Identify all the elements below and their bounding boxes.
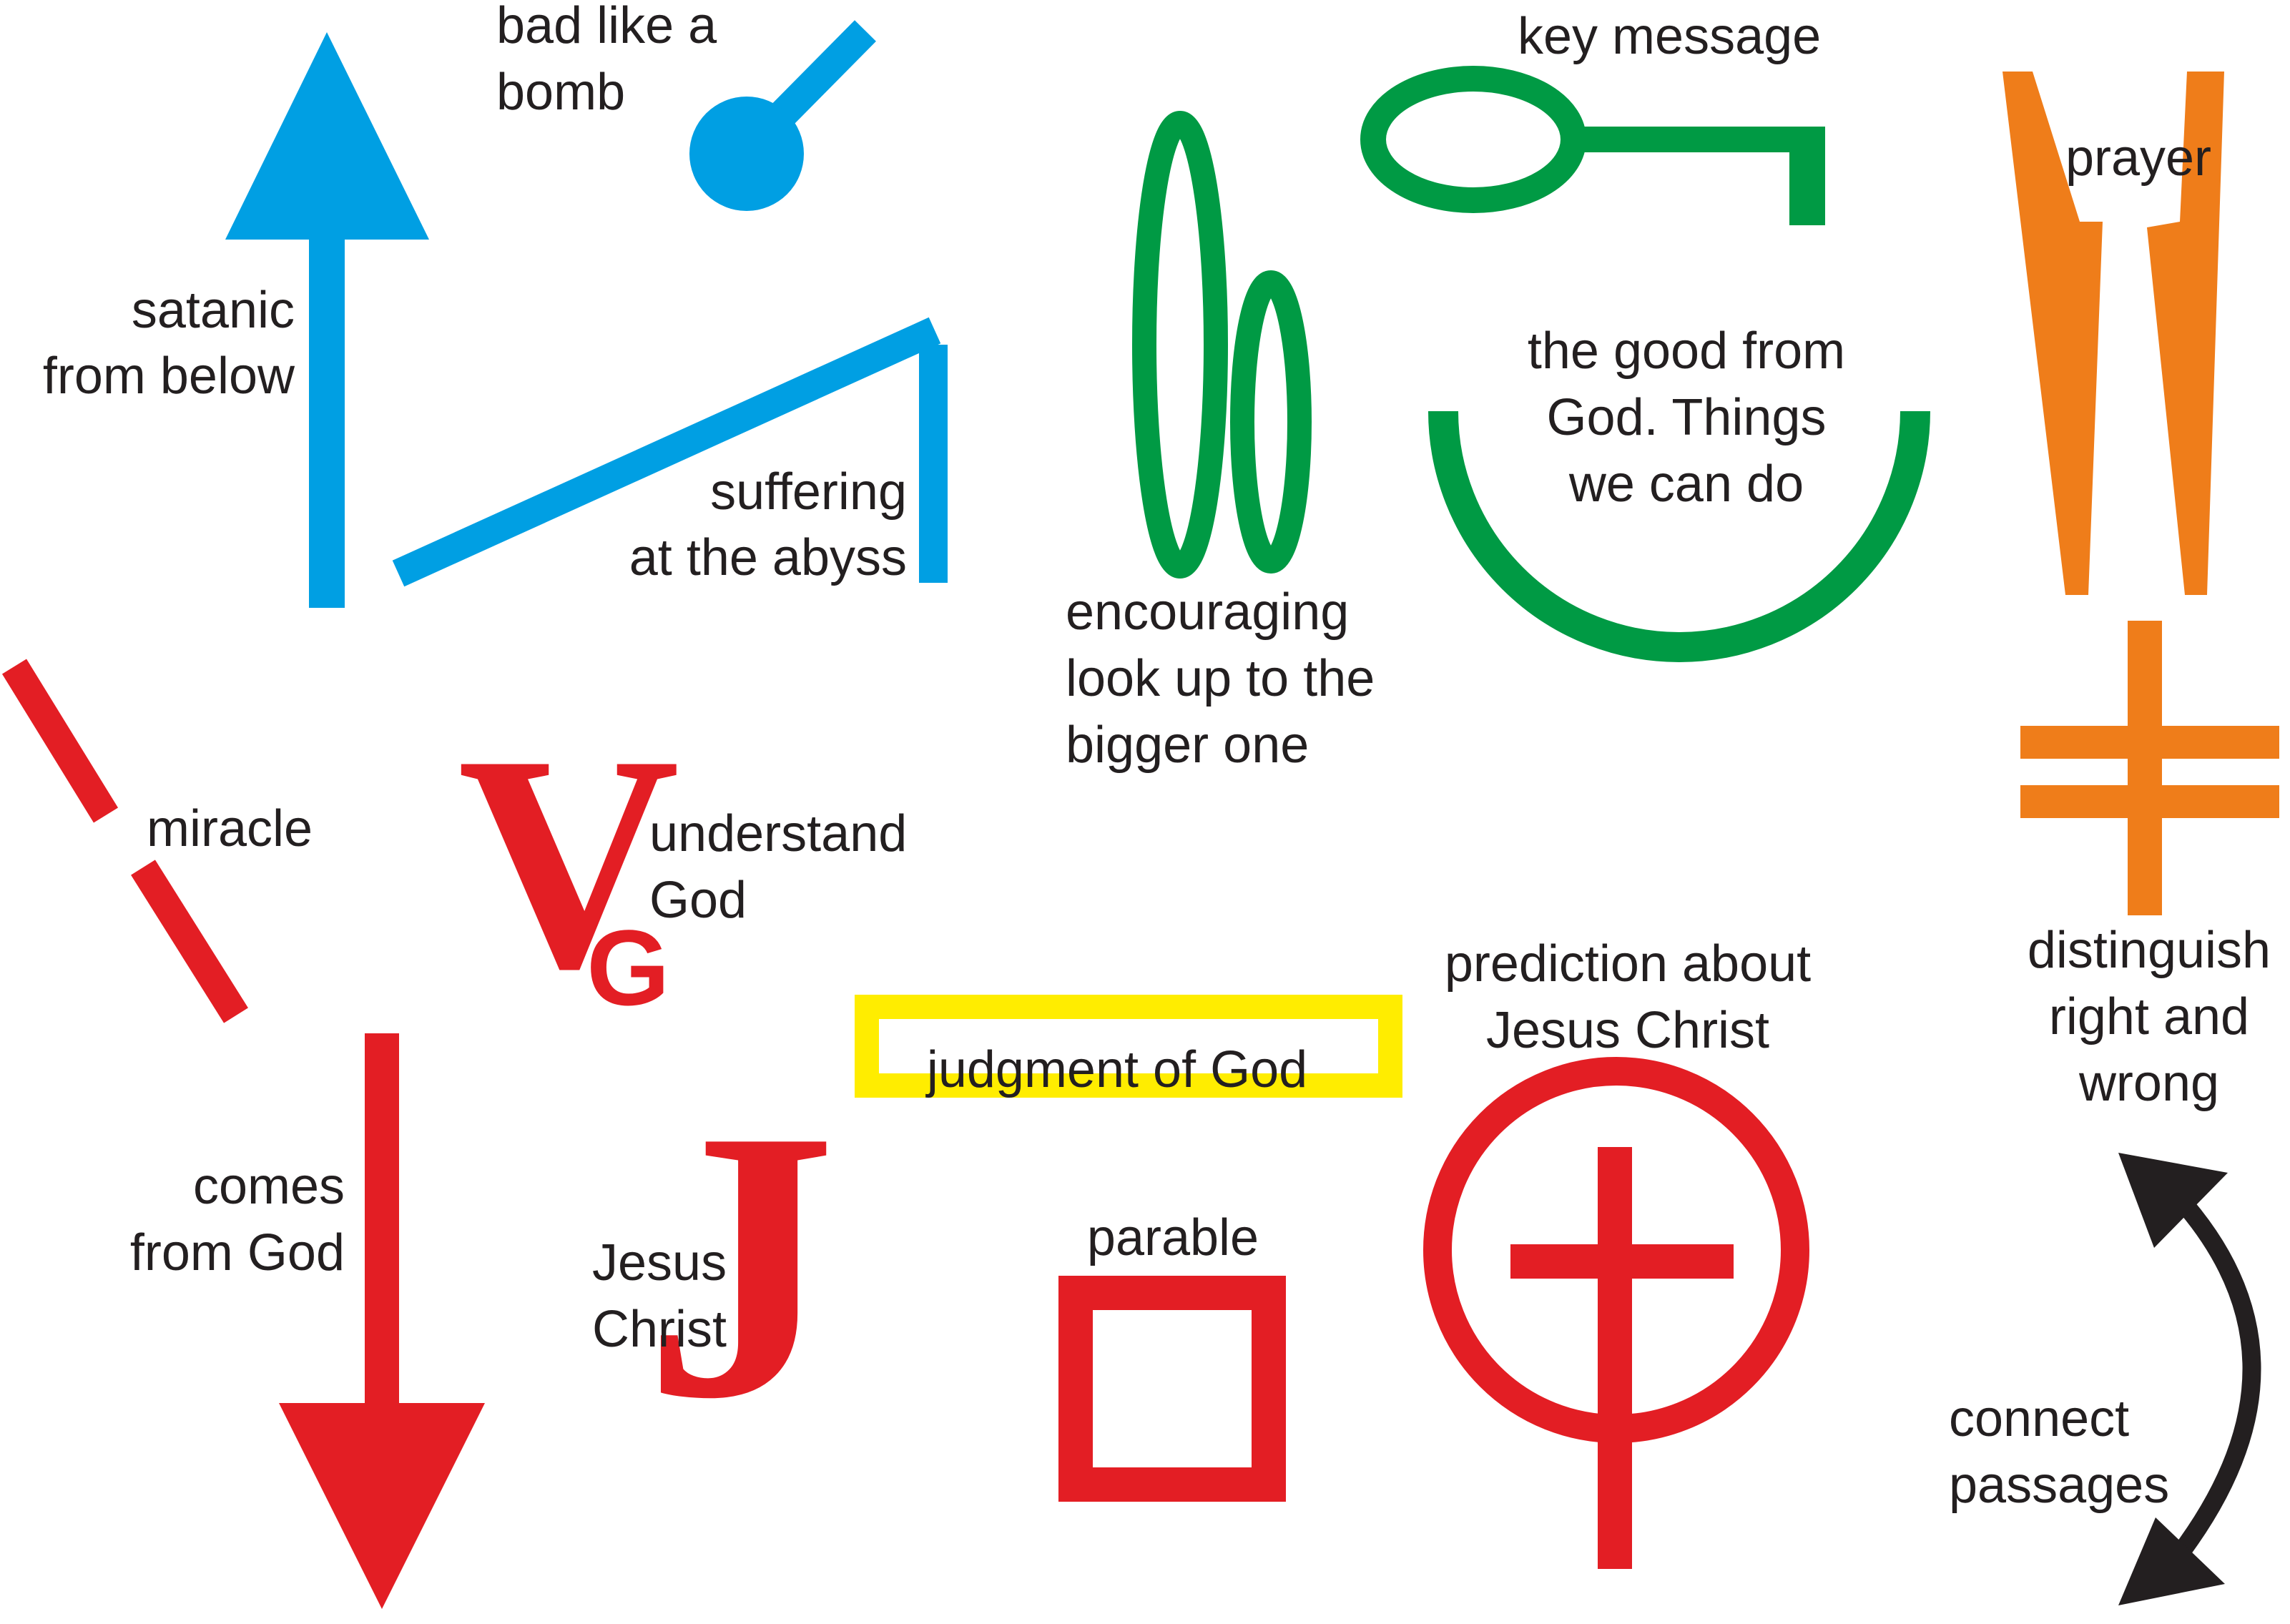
miracle-label: miracle [147,800,313,857]
jesus-label-line1: Jesus [592,1234,727,1291]
encouraging-symbol: encouraging look up to the bigger one [1066,111,1375,774]
prayer-label: prayer [2065,129,2211,187]
cross-vertical [2128,621,2162,915]
bomb-label-line1: bad like a [496,0,717,54]
connect-arrowhead-top [2118,1153,2228,1248]
broken-line-bottom [131,860,248,1023]
down-arrow-icon [279,1033,485,1609]
square-icon [1058,1276,1286,1502]
j-glyph-icon: J [644,1050,837,1478]
judgment-symbol: judgment of God [855,995,1402,1098]
bomb-icon [689,20,876,211]
good-symbol: the good from God. Things we can do [1428,323,1930,662]
bomb-body [689,97,804,211]
distinguish-label-line2: right and [2049,988,2249,1045]
prayer-w-icon [2002,72,2224,595]
understand-label-line1: understand [649,805,907,862]
big-oval [1132,111,1228,579]
prediction-label-line1: prediction about [1445,935,1811,993]
good-label-line2: God. Things [1547,389,1827,446]
not-equal-cross-icon [2020,621,2279,915]
comes-from-god-symbol: comes from God [130,1033,485,1609]
suffering-label-line1: suffering [710,463,907,521]
distinguish-label-line3: wrong [2078,1055,2219,1112]
yellow-frame-icon [855,995,1402,1098]
key-label: key message [1518,8,1821,65]
small-oval [1230,270,1312,574]
understand-label-line2: God [649,872,747,929]
up-arrow-icon [225,32,429,608]
parable-symbol: parable [1058,1209,1286,1502]
distinguish-symbol: distinguish right and wrong [2020,621,2279,1112]
good-label-line1: the good from [1528,323,1845,380]
key-symbol: key message [1360,8,1825,225]
connect-arrowhead-bottom [2118,1517,2225,1605]
key-bow [1360,66,1586,213]
double-arc-arrow-icon [2118,1153,2261,1605]
satanic-label-line2: from below [43,348,295,405]
judgment-label: judgment of God [925,1041,1307,1098]
cross-bar-bottom [2020,785,2279,818]
abyss-slope-line [392,317,941,587]
vg-glyph-g: G [586,907,670,1028]
vg-glyph-v: V [458,692,680,1033]
prayer-w-left [2002,72,2103,595]
prediction-symbol: prediction about Jesus Christ [1423,935,1811,1569]
suffering-symbol: suffering at the abyss [392,317,948,587]
circle-cross-icon [1423,1057,1809,1569]
parable-label: parable [1087,1209,1259,1266]
bomb-symbol: bad like a bomb [496,0,876,211]
jesus-label-line2: Christ [592,1301,727,1358]
abyss-slope-icon [392,317,948,587]
encouraging-label-line1: encouraging [1066,584,1349,641]
prayer-symbol: prayer [2002,72,2224,595]
up-arrow-shaft [309,232,345,608]
connect-label-line1: connect [1949,1390,2129,1447]
comes-label-line1: comes [193,1158,345,1215]
connect-arc [2170,1189,2261,1557]
encouraging-label-line2: look up to the [1066,650,1375,707]
prediction-label-line2: Jesus Christ [1486,1002,1769,1059]
cross-bar-top [2020,726,2279,759]
broken-line-icon [1,659,248,1023]
connect-label-line2: passages [1949,1457,2169,1514]
up-arrow-head [225,32,429,240]
distinguish-label-line1: distinguish [2028,922,2271,979]
two-ovals-icon [1132,111,1312,579]
prediction-cross-vertical [1598,1147,1632,1569]
vg-glyph-icon: V G [458,692,680,1033]
good-label-line3: we can do [1568,456,1804,513]
jesus-symbol: J Jesus Christ [592,1050,837,1478]
down-arrow-shaft [365,1033,399,1419]
prediction-cross-bar [1510,1244,1734,1279]
bowl-arc-icon [1428,410,1930,662]
key-icon [1360,66,1825,225]
miracle-symbol: miracle [1,659,313,1023]
satanic-label-line1: satanic [132,282,295,339]
understand-symbol: V G understand God [458,692,907,1033]
satanic-symbol: satanic from below [43,32,429,608]
comes-label-line2: from God [130,1224,345,1281]
suffering-label-line2: at the abyss [629,529,907,586]
bomb-label-line2: bomb [496,64,625,121]
prayer-w-right [2147,72,2224,595]
encouraging-label-line3: bigger one [1066,717,1309,774]
down-arrow-head [279,1403,485,1609]
broken-line-top [1,659,119,823]
connect-symbol: connect passages [1949,1153,2261,1605]
